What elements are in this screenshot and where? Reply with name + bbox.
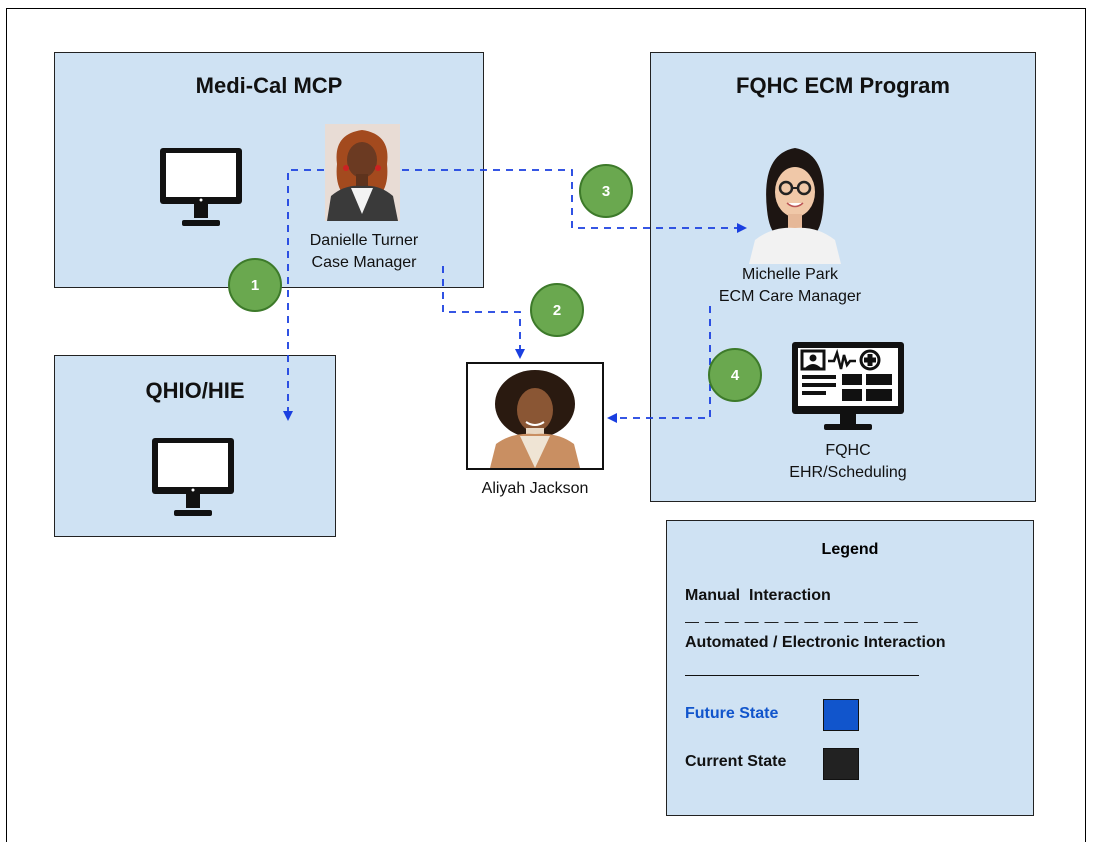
michelle-park-role: ECM Care Manager: [718, 288, 862, 305]
aliyah-jackson-photo-frame: [466, 362, 604, 470]
michelle-park-avatar: [735, 140, 855, 264]
step-badge-1: 1: [228, 258, 282, 312]
arrow-2-danielle-to-aliyah: [442, 266, 525, 359]
legend-current-swatch: [823, 748, 859, 780]
danielle-turner-avatar: [325, 124, 400, 221]
danielle-turner-name: Danielle Turner: [309, 232, 419, 249]
legend-current-label: Current State: [685, 753, 787, 770]
page-frame: [6, 8, 1086, 842]
fqhc-ehr-line2: EHR/Scheduling: [789, 464, 907, 481]
legend-manual-label: Manual Interaction: [685, 587, 831, 604]
aliyah-jackson-label: Aliyah Jackson: [481, 480, 589, 497]
step-badge-2: 2: [530, 283, 584, 337]
aliyah-jackson-avatar: [468, 364, 602, 468]
desktop-monitor-icon: [152, 438, 234, 516]
legend-future-label: Future State: [685, 705, 779, 722]
step-badge-4: 4: [708, 348, 762, 402]
fqhc-ecm-title: FQHC ECM Program: [736, 73, 950, 98]
legend-box: Legend Manual Interaction — — — — — — — …: [666, 520, 1034, 816]
legend-title: Legend: [821, 541, 879, 558]
ehr-monitor-icon: [792, 342, 904, 430]
medi-cal-mcp-box: Medi-Cal MCP: [54, 52, 484, 288]
legend-future-swatch: [823, 699, 859, 731]
danielle-turner-role: Case Manager: [311, 254, 417, 271]
arrow-3-danielle-to-michelle: [402, 169, 747, 233]
michelle-park-name: Michelle Park: [741, 266, 839, 283]
legend-solid-line: [685, 675, 919, 676]
legend-dashes: — — — — — — — — — — — —: [685, 613, 919, 629]
danielle-turner-label: Danielle Turner Case Manager: [284, 230, 444, 274]
michelle-park-label: Michelle Park ECM Care Manager: [690, 264, 890, 308]
legend-automated-label: Automated / Electronic Interaction: [685, 634, 946, 651]
qhio-hie-title: QHIO/HIE: [145, 378, 245, 403]
desktop-monitor-icon: [160, 148, 242, 226]
fqhc-ehr-line1: FQHC: [825, 442, 871, 459]
arrow-1-danielle-to-qhio: [283, 169, 324, 421]
step-badge-3: 3: [579, 164, 633, 218]
medi-cal-mcp-title: Medi-Cal MCP: [195, 73, 343, 98]
fqhc-ehr-label: FQHC EHR/Scheduling: [773, 440, 923, 484]
arrow-4-michelle-to-aliyah: [607, 306, 711, 423]
